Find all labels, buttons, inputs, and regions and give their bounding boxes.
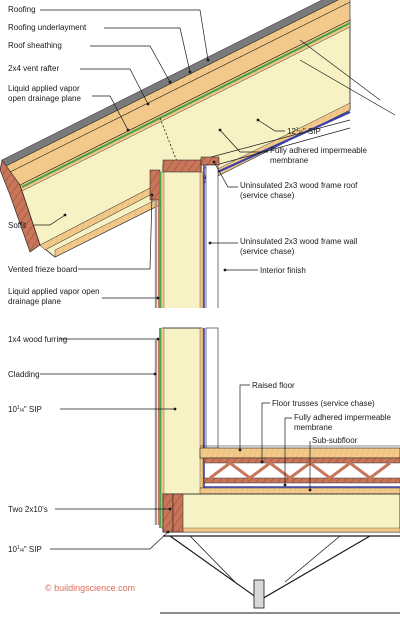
watermark-text: © buildingscience.com — [45, 583, 135, 593]
roof-chase-line-2 — [204, 127, 351, 169]
label-two-2x10: Two 2x10's — [8, 505, 48, 514]
support-frame — [169, 535, 371, 601]
wall-lower-chase — [205, 327, 219, 449]
support-brace-1 — [189, 535, 236, 583]
truss-bottom-chord — [203, 477, 400, 484]
label-roof-sheathing: Roof sheathing — [8, 41, 62, 50]
label-roofing: Roofing — [8, 5, 36, 14]
wall-upper-chase — [205, 164, 219, 311]
wall-sip-lower — [162, 327, 202, 497]
wall-upper-inner-skin — [199, 171, 204, 311]
truss-web — [209, 461, 391, 480]
label-soffit: Soffit — [8, 221, 27, 230]
floor-assembly — [160, 445, 400, 614]
floor-sip-bottom-skin — [162, 527, 400, 533]
label-vapor-roof-line1: Liquid applied vapor — [8, 84, 80, 93]
wall-lower-outer-skin — [160, 327, 165, 529]
roof-green-membrane — [21, 22, 351, 188]
label-vapor-roof-line2: open drainage plane — [8, 94, 82, 103]
labels: Roofing Roofing underlayment Roof sheath… — [8, 5, 391, 593]
label-wall-sip: 101/4" SIP — [8, 405, 42, 414]
roof-chase-line-1 — [199, 119, 351, 161]
wall-sip-upper — [162, 164, 202, 311]
raised-floor-sheathing — [199, 447, 400, 459]
wall-lower-inner-skin — [199, 327, 204, 489]
label-interior-finish: Interior finish — [260, 266, 306, 275]
support-brace-2 — [284, 535, 341, 583]
label-raised-floor: Raised floor — [252, 381, 295, 390]
support-post — [253, 579, 265, 609]
wall-upper-outer-skin — [160, 171, 165, 311]
floor-sip-panel — [162, 493, 400, 533]
label-membrane-floor-line2: membrane — [294, 423, 333, 432]
rim-2x10-b — [172, 493, 184, 533]
roof-edge-2 — [299, 59, 396, 116]
label-sub-subfloor: Sub-subfloor — [312, 436, 358, 445]
label-chase-wall-line1: Uninsulated 2x3 wood frame wall — [240, 237, 358, 246]
label-cladding: Cladding — [8, 370, 40, 379]
label-roofing-underlayment: Roofing underlayment — [8, 23, 87, 32]
roof-chase-plate — [200, 156, 220, 166]
rim-2x10-a — [162, 493, 174, 533]
label-chase-roof-line2: (service chase) — [240, 191, 295, 200]
label-membrane-floor-line1: Fully adhered impermeable — [294, 413, 391, 422]
sub-subfloor — [199, 487, 400, 495]
leader-lines — [34, 9, 312, 550]
label-chase-wall-line2: (service chase) — [240, 247, 295, 256]
wall-top-plate — [162, 159, 202, 173]
label-floor-sip: 101/4" SIP — [8, 545, 42, 554]
label-vent-rafter: 2x4 vent rafter — [8, 64, 59, 73]
roof-edge-1 — [299, 39, 381, 101]
label-roof-sip: 121/4" SIP — [287, 127, 321, 136]
label-vapor-wall-line1: Liquid applied vapor open — [8, 287, 100, 296]
roof-blue-membrane — [199, 110, 351, 182]
wall-assembly — [149, 156, 222, 529]
label-vapor-wall-line2: drainage plane — [8, 297, 61, 306]
label-frieze: Vented frieze board — [8, 265, 77, 274]
label-membrane-roof-line1: Fully adhered impermeable — [270, 146, 367, 155]
label-floor-trusses: Floor trusses (service chase) — [272, 399, 375, 408]
label-furring: 1x4 wood furring — [8, 335, 67, 344]
label-membrane-roof-line2: membrane — [270, 156, 309, 165]
vent-rafter-dash — [159, 117, 179, 165]
truss-top-chord — [203, 457, 400, 464]
label-chase-roof-line1: Uninsulated 2x3 wood frame roof — [240, 181, 358, 190]
soffit-fascia — [0, 159, 41, 253]
